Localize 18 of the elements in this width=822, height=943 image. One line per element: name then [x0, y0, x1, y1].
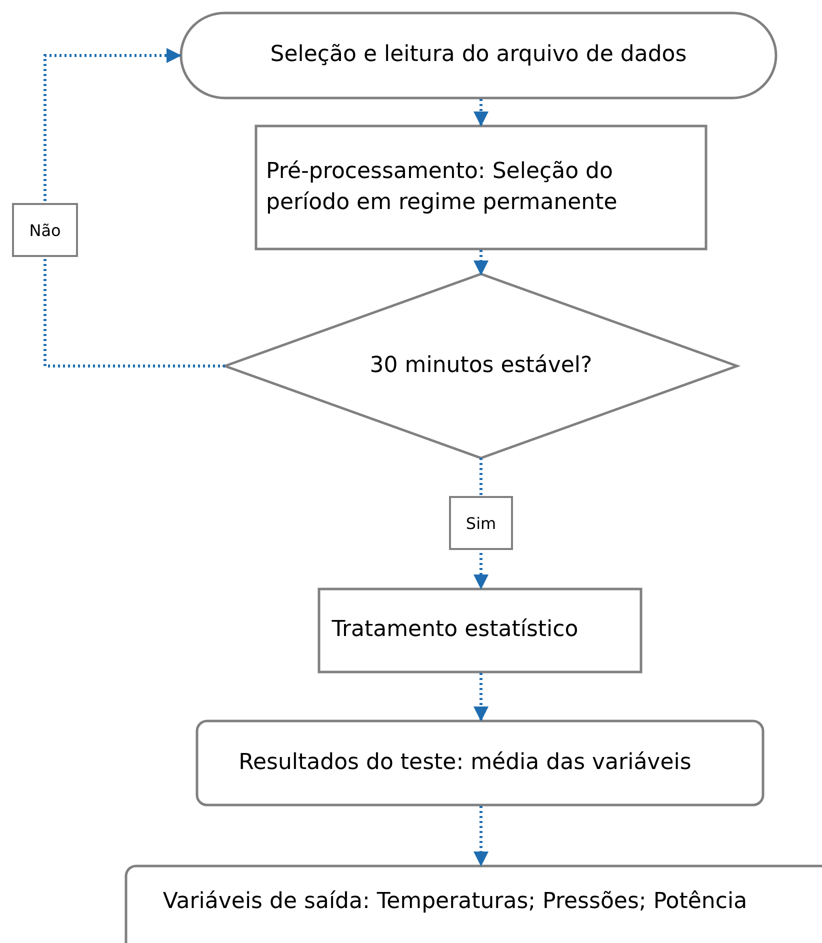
process-box [254, 124, 708, 250]
node-text: Resultados do teste: média das variáveis [238, 748, 692, 777]
process-box [124, 864, 822, 943]
dotted-arrow [474, 806, 488, 866]
node-text: Seleção e leitura do arquivo de dados [270, 41, 687, 70]
process-box [318, 588, 642, 674]
edge-label: Não [12, 203, 78, 257]
edge-label: Sim [449, 496, 513, 550]
node-text: Pré-processamento: Seleção do período em regime permanente [266, 158, 618, 216]
process-box [196, 720, 764, 806]
node-text: Tratamento estatístico [332, 616, 578, 644]
dotted-arrow [44, 48, 225, 368]
dotted-arrow [474, 673, 488, 722]
node-text: Variáveis de saída: Temperaturas; Pressões; Potência [162, 888, 748, 916]
decision-diamond [221, 272, 741, 460]
node-text: 30 minutos estável? [370, 352, 592, 380]
dotted-arrow [474, 250, 488, 276]
dotted-arrow [474, 99, 488, 126]
